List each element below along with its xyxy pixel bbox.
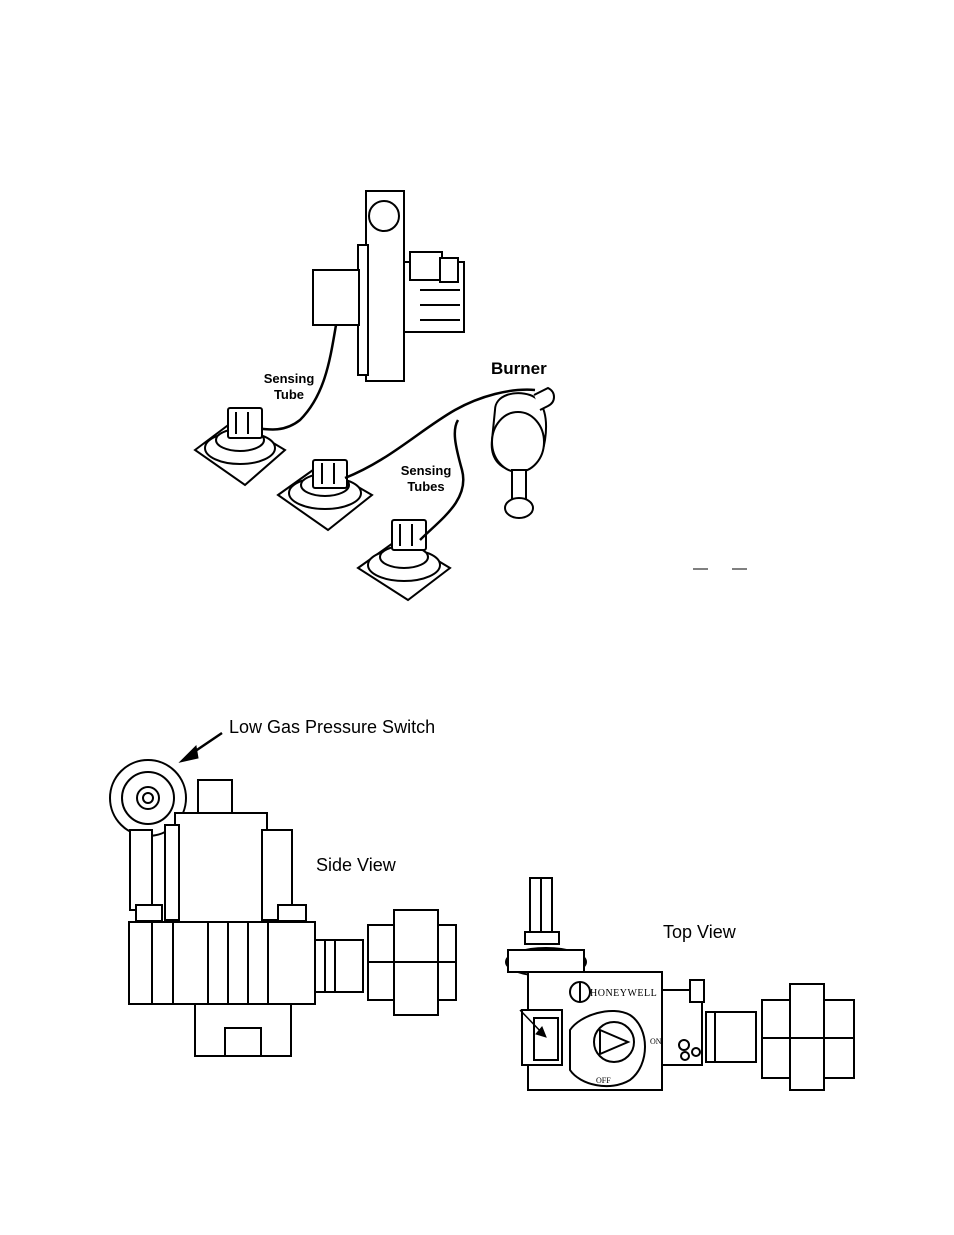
top-view-label: Top View [663, 922, 736, 943]
pressure-switch-3 [358, 520, 450, 600]
sensing-tube-label-line1: Sensing [256, 371, 322, 387]
sensing-tubes-label-line2: Tubes [393, 479, 459, 495]
low-gas-pressure-switch-label: Low Gas Pressure Switch [229, 717, 435, 738]
sensing-tubes-label-line1: Sensing [393, 463, 459, 479]
sensing-tubes-label: Sensing Tubes [393, 463, 459, 495]
blower-pressure-switch-diagram [0, 0, 954, 620]
sensing-tube-label-line2: Tube [256, 387, 322, 403]
brand-text: HONEYWELL [590, 988, 657, 999]
top-view-valve [506, 878, 854, 1090]
knob-off-text: OFF [596, 1076, 611, 1085]
knob-on-text: ON [650, 1037, 662, 1046]
blower-assembly [313, 191, 464, 381]
burner [492, 388, 554, 518]
gas-valve-diagram [0, 700, 954, 1120]
side-view-valve [110, 760, 456, 1056]
pressure-switch-1 [195, 408, 285, 485]
sensing-tube-label: Sensing Tube [256, 371, 322, 403]
burner-label: Burner [491, 359, 547, 379]
switch-arrow [180, 733, 222, 762]
side-view-label: Side View [316, 855, 396, 876]
pressure-switch-2 [278, 460, 372, 530]
